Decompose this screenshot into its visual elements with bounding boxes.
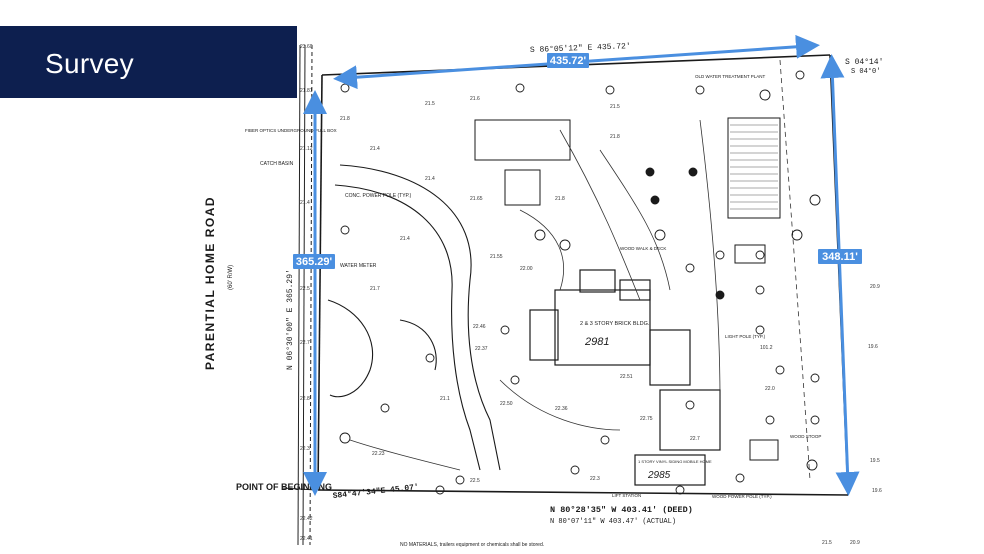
svg-text:435.72': 435.72' — [550, 55, 587, 67]
svg-text:21.5: 21.5 — [610, 104, 620, 110]
svg-text:365.29': 365.29' — [296, 256, 333, 268]
svg-text:22.3: 22.3 — [590, 476, 600, 482]
property-boundary — [317, 54, 849, 496]
svg-text:101.2: 101.2 — [760, 345, 773, 351]
label-wood-walk: WOOD WALK & DECK — [620, 246, 666, 251]
label-building: 2 & 3 STORY BRICK BLDG. — [580, 321, 650, 327]
svg-text:22.75: 22.75 — [640, 416, 653, 422]
svg-text:21.4: 21.4 — [425, 176, 435, 182]
water-treatment-plant — [727, 117, 781, 219]
contour-lines — [349, 59, 811, 481]
plan-labels: 2 & 3 STORY BRICK BLDG. 2981 1 STORY VIN… — [245, 74, 821, 548]
svg-text:20.9: 20.9 — [870, 284, 880, 290]
bearing-bottom-deed: N 80°28'35" W 403.41' (DEED) — [550, 505, 693, 515]
label-water-meter: WATER METER — [340, 263, 377, 269]
label-catch-basin: CATCH BASIN — [260, 161, 294, 167]
label-light-pole: LIGHT POLE (TYP.) — [725, 334, 766, 339]
svg-text:22.8: 22.8 — [300, 396, 310, 402]
dimension-label-right: 348.11' — [818, 249, 862, 264]
svg-text:22.46: 22.46 — [473, 324, 486, 330]
svg-text:21.55: 21.55 — [490, 254, 503, 260]
svg-text:21.4: 21.4 — [300, 200, 310, 206]
svg-text:21.8: 21.8 — [340, 116, 350, 122]
svg-text:22.23: 22.23 — [372, 451, 385, 457]
svg-text:21.7: 21.7 — [370, 286, 380, 292]
svg-text:22.41: 22.41 — [300, 536, 313, 542]
svg-text:19.6: 19.6 — [872, 488, 882, 494]
label-fiber-optics: FIBER OPTICS UNDERGROUND PULL BOX — [245, 128, 337, 133]
small-structures — [474, 119, 779, 461]
svg-text:19.5: 19.5 — [870, 458, 880, 464]
svg-text:22.50: 22.50 — [500, 401, 513, 407]
road-edge-lines — [297, 44, 313, 546]
driveway — [327, 164, 501, 471]
dimension-arrows — [303, 34, 860, 496]
svg-text:22.5: 22.5 — [470, 478, 480, 484]
svg-text:19.6: 19.6 — [868, 344, 878, 350]
svg-text:22.5: 22.5 — [300, 286, 310, 292]
label-footer-note: NO MATERIALS, trailers equipment or chem… — [400, 542, 544, 548]
svg-text:22.7: 22.7 — [690, 436, 700, 442]
svg-text:22.7: 22.7 — [300, 340, 310, 346]
label-wood-power-pole: WOOD POWER POLE (TYP.) — [712, 494, 772, 499]
svg-text:22.36: 22.36 — [555, 406, 568, 412]
dimension-arrow-right — [820, 54, 860, 496]
dimension-label-left: 365.29' — [293, 254, 335, 269]
mobile-home — [634, 389, 721, 486]
svg-text:22.3: 22.3 — [300, 446, 310, 452]
svg-text:21.1: 21.1 — [440, 396, 450, 402]
bearing-right: S 04°14' — [845, 58, 883, 67]
elevation-marks: 23.60 21.81 21.12 21.4 22.5 22.7 22.8 22.3 22.… — [300, 44, 882, 546]
svg-text:21.81: 21.81 — [300, 88, 313, 94]
point-of-beginning-label: POINT OF BEGINNING — [236, 482, 332, 492]
svg-text:21.6: 21.6 — [470, 96, 480, 102]
svg-text:21.65: 21.65 — [470, 196, 483, 202]
main-building — [529, 269, 691, 386]
dimension-label-top: 435.72' — [547, 53, 589, 68]
bearing-bottom-left: S84°47'34"E 45.07' — [332, 483, 419, 501]
label-wood-stoop: WOOD STOOP — [790, 434, 821, 439]
svg-text:22.0: 22.0 — [765, 386, 775, 392]
point-of-beginning-text: POINT OF BEGINNING — [236, 482, 332, 492]
svg-text:21.8: 21.8 — [610, 134, 620, 140]
svg-text:21.4: 21.4 — [370, 146, 380, 152]
label-lift-station: LIFT STATION — [612, 493, 641, 498]
bearing-right-alt: S 04°0' — [851, 67, 880, 76]
svg-text:21.12: 21.12 — [300, 146, 313, 152]
title-bar: Survey — [0, 26, 297, 98]
svg-text:21.5: 21.5 — [822, 540, 832, 546]
label-mobile-home: 1 STORY VINYL SIDING MOBILE HOME — [638, 459, 712, 464]
road-width: (60' R/W) — [228, 265, 234, 290]
svg-text:348.11': 348.11' — [822, 251, 858, 263]
svg-text:23.60: 23.60 — [300, 44, 313, 50]
label-old-water-plant: OLD WATER TREATMENT PLANT — [695, 74, 766, 79]
svg-text:20.9: 20.9 — [850, 540, 860, 546]
slide-title: Survey — [45, 48, 134, 79]
label-building-number: 2981 — [584, 336, 609, 348]
svg-text:22.51: 22.51 — [620, 374, 633, 380]
label-conc-power-pole: CONC. POWER POLE (TYP.) — [345, 193, 412, 199]
svg-text:22.42: 22.42 — [300, 516, 313, 522]
svg-text:21.8: 21.8 — [555, 196, 565, 202]
label-mobile-home-number: 2985 — [647, 470, 671, 481]
svg-text:22.37: 22.37 — [475, 346, 488, 352]
svg-text:21.4: 21.4 — [400, 236, 410, 242]
bearing-left: N 06°30'00" E 365.29' — [286, 269, 295, 370]
svg-text:22.00: 22.00 — [520, 266, 533, 272]
svg-text:21.5: 21.5 — [425, 101, 435, 107]
road-name: PARENTIAL HOME ROAD — [203, 196, 217, 370]
bearing-bottom-actual: N 80°07'11" W 403.47' (ACTUAL) — [550, 517, 676, 526]
